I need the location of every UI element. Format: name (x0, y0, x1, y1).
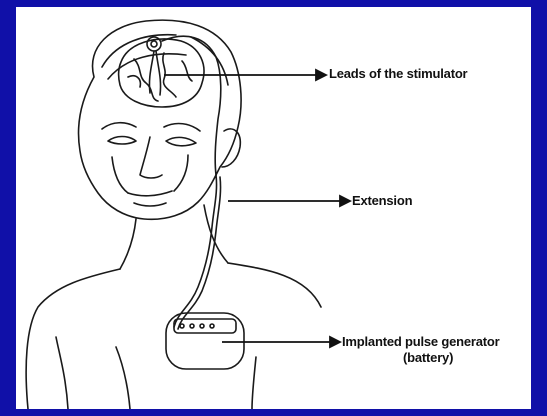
eye-right (166, 137, 196, 145)
label-extension: Extension (352, 193, 412, 208)
label-pulse-generator: Implanted pulse generator (342, 334, 500, 349)
extension-wire (174, 175, 217, 327)
label-battery: (battery) (403, 350, 453, 365)
neck-left (120, 219, 136, 269)
arrowhead-generator (330, 337, 340, 347)
arrowhead-extension (340, 196, 350, 206)
shoulder-left (26, 269, 120, 409)
illustration-panel: Leads of the stimulator Extension Implan… (16, 7, 531, 409)
label-leads: Leads of the stimulator (329, 66, 467, 81)
pulse-generator (166, 313, 244, 369)
arrowhead-leads (316, 70, 326, 80)
lead-wire (162, 36, 221, 175)
brain-outline (119, 39, 204, 107)
eye-left (108, 137, 136, 145)
shoulder-right (228, 263, 321, 307)
